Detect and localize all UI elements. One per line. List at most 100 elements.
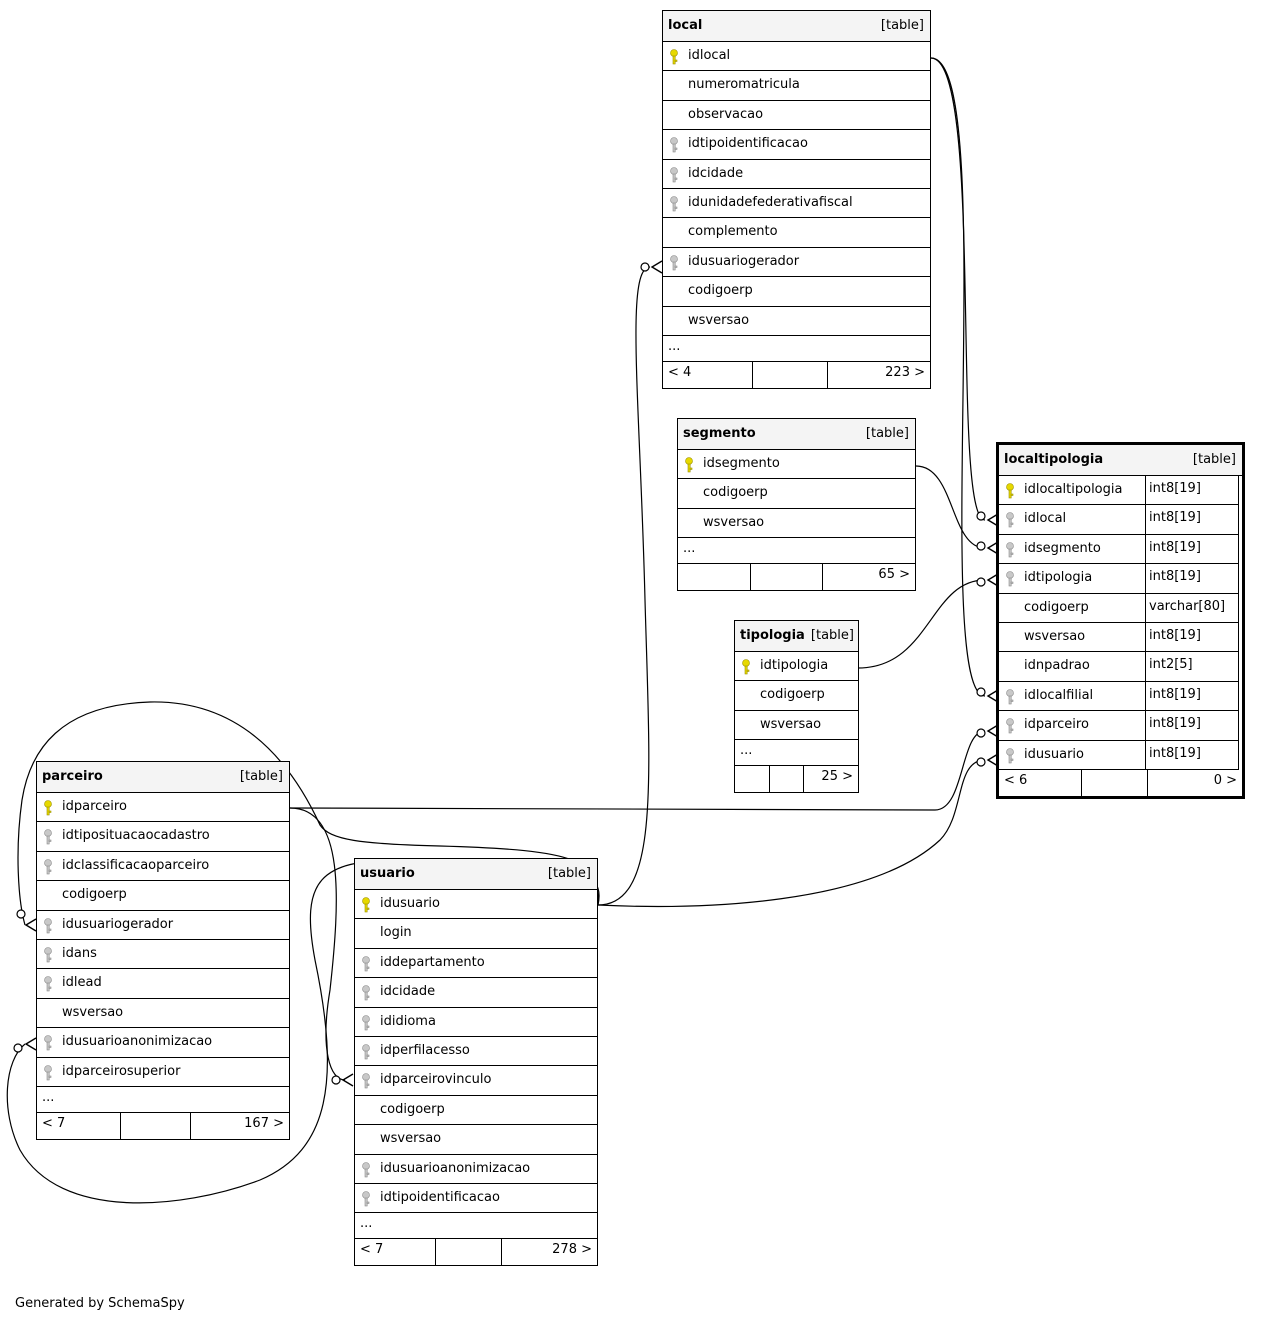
- foreign-key-icon: [670, 137, 678, 153]
- ellipsis-text: ...: [668, 338, 681, 354]
- column-row[interactable]: idclassificacaoparceiro: [37, 852, 289, 882]
- foreign-key-icon: [44, 829, 52, 845]
- table-name: usuario: [360, 866, 415, 881]
- column-row[interactable]: idusuarioanonimizacao: [37, 1028, 289, 1058]
- primary-key-icon: [1006, 483, 1014, 499]
- children-count[interactable]: 223 >: [827, 361, 930, 388]
- column-name: idusuarioanonimizacao: [380, 1160, 531, 1176]
- column-row[interactable]: codigoerp: [663, 277, 930, 307]
- column-row[interactable]: idperfilacesso: [355, 1037, 597, 1067]
- column-row[interactable]: codigoerp: [37, 881, 289, 911]
- ellipsis-text: ...: [42, 1089, 55, 1105]
- column-row[interactable]: idunidadefederativafiscal: [663, 189, 930, 219]
- table-footer: < 7 278 >: [355, 1239, 597, 1266]
- edge-usuario-local: [597, 266, 651, 906]
- edge-usuario-parceiro-gerador: [17, 701, 599, 926]
- foreign-key-icon: [670, 166, 678, 182]
- column-row[interactable]: idcidade: [663, 160, 930, 189]
- column-row[interactable]: complemento: [663, 218, 930, 248]
- column-row[interactable]: codigoerp: [678, 479, 915, 509]
- parents-count[interactable]: [735, 766, 769, 792]
- column-row[interactable]: wsversao: [663, 307, 930, 336]
- foreign-key-icon: [44, 1035, 52, 1051]
- column-row[interactable]: idusuariogerador: [37, 911, 289, 940]
- children-count[interactable]: 278 >: [501, 1239, 597, 1266]
- column-name: idsegmento: [703, 456, 780, 471]
- column-row[interactable]: idsegmento: [678, 450, 915, 480]
- column-row[interactable]: idlocalfilial int8[19]: [999, 681, 1238, 712]
- column-row[interactable]: idtipologia: [735, 652, 858, 682]
- column-row[interactable]: idtipoidentificacao: [663, 130, 930, 160]
- column-row[interactable]: idparceirovinculo: [355, 1066, 597, 1096]
- column-type: int8[19]: [1145, 681, 1238, 711]
- parents-count[interactable]: [678, 564, 750, 590]
- parents-count[interactable]: < 7: [42, 1115, 66, 1131]
- parents-count[interactable]: < 7: [360, 1242, 384, 1258]
- children-count[interactable]: 0 >: [1147, 769, 1242, 796]
- column-type: int2[5]: [1145, 652, 1238, 681]
- column-row[interactable]: idusuario: [355, 890, 597, 920]
- primary-key-icon: [362, 897, 370, 913]
- column-row[interactable]: iddepartamento: [355, 949, 597, 979]
- column-row[interactable]: login: [355, 919, 597, 949]
- column-list: idsegmento codigoerp wsversao: [678, 450, 915, 539]
- column-name: idusuariogerador: [62, 916, 174, 932]
- foreign-key-icon: [670, 254, 678, 271]
- column-row[interactable]: wsversao: [735, 711, 858, 741]
- column-row[interactable]: codigoerp: [355, 1096, 597, 1126]
- parents-count[interactable]: < 6: [1004, 772, 1028, 788]
- column-name: idlocalfilial: [1024, 687, 1094, 703]
- column-row[interactable]: observacao: [663, 101, 930, 131]
- more-columns: ...: [735, 740, 858, 767]
- column-name: idparceiro: [1024, 717, 1089, 733]
- column-name: codigoerp: [62, 887, 127, 903]
- column-row[interactable]: idusuarioanonimizacao: [355, 1155, 597, 1184]
- column-row[interactable]: idtipoidentificacao: [355, 1184, 597, 1214]
- column-type: int8[19]: [1145, 740, 1238, 769]
- edge-local-localtipologia-idlocalfilial: [930, 57, 986, 697]
- column-row[interactable]: codigoerp varchar[80]: [999, 593, 1238, 623]
- column-name: idunidadefederativafiscal: [688, 194, 853, 210]
- table-type: [table]: [880, 18, 924, 33]
- children-count[interactable]: 25 >: [803, 766, 858, 793]
- column-type: varchar[80]: [1145, 593, 1238, 622]
- column-row[interactable]: wsversao: [678, 509, 915, 539]
- column-row[interactable]: idans: [37, 940, 289, 970]
- column-row[interactable]: wsversao: [355, 1125, 597, 1155]
- column-row[interactable]: ididioma: [355, 1008, 597, 1037]
- column-row[interactable]: idparceirosuperior: [37, 1058, 289, 1087]
- foreign-key-icon: [1006, 688, 1014, 705]
- column-row[interactable]: idlocal: [663, 42, 930, 72]
- children-count[interactable]: 167 >: [190, 1112, 289, 1139]
- column-row[interactable]: idtiposituacaocadastro: [37, 822, 289, 852]
- column-name: codigoerp: [1024, 599, 1089, 615]
- more-columns: ...: [678, 538, 915, 565]
- children-count[interactable]: 65 >: [822, 564, 915, 591]
- column-row[interactable]: numeromatricula: [663, 71, 930, 101]
- column-row[interactable]: idcidade: [355, 978, 597, 1008]
- parents-count[interactable]: < 4: [668, 364, 692, 380]
- column-row[interactable]: codigoerp: [735, 681, 858, 711]
- column-row[interactable]: idparceiro: [37, 793, 289, 823]
- column-row[interactable]: idlead: [37, 969, 289, 999]
- column-name: wsversao: [1024, 628, 1086, 644]
- column-name: wsversao: [703, 514, 765, 530]
- column-row[interactable]: idusuariogerador: [663, 248, 930, 278]
- column-row[interactable]: wsversao: [37, 999, 289, 1029]
- column-name: idtipologia: [1024, 570, 1093, 586]
